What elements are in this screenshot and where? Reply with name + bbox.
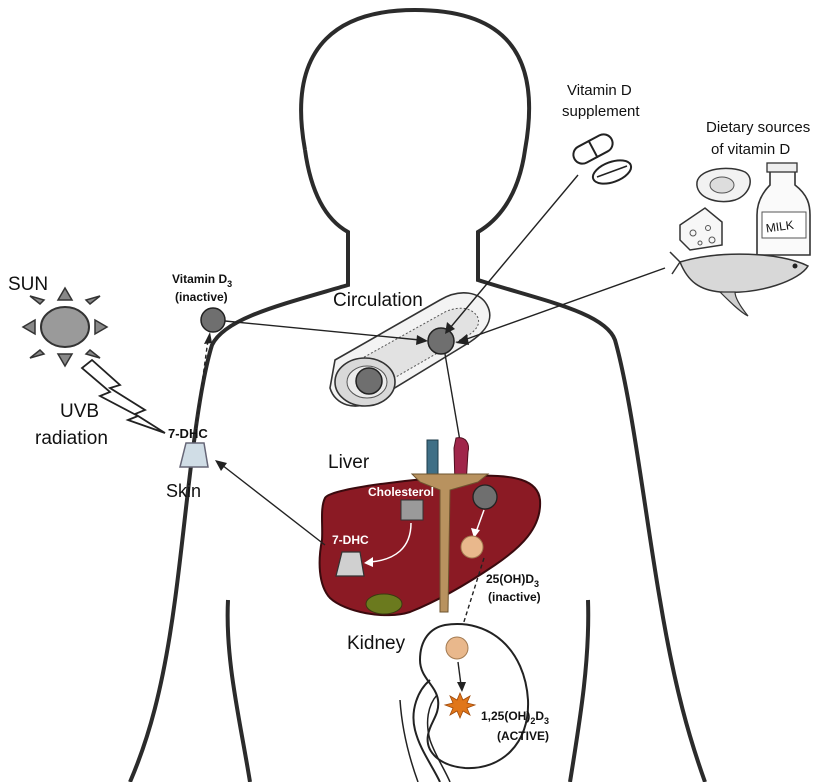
cholesterol-label: Cholesterol — [368, 485, 434, 499]
active-vitamin-state: (ACTIVE) — [497, 729, 549, 743]
supplement-label-line1: Vitamin D — [567, 82, 632, 99]
circulation-circle-cross-section — [356, 368, 382, 394]
meat-icon — [697, 168, 750, 201]
sun-label: SUN — [8, 274, 48, 295]
dietary-label-line1: Dietary sources — [706, 119, 810, 136]
liver-to-skin-arrow — [222, 465, 325, 545]
25ohd3-label: 25(OH)D3 — [486, 572, 539, 589]
kidney-label: Kidney — [347, 633, 406, 654]
arrowhead — [215, 460, 227, 471]
skin-7dhc-label: 7-DHC — [168, 426, 208, 441]
arrowhead — [204, 332, 212, 344]
supplement-label-line2: supplement — [562, 103, 640, 120]
skin-7dhc-shape — [180, 443, 208, 467]
circulation-label: Circulation — [333, 290, 423, 311]
vitamin-d3-label: Vitamin D3 — [172, 272, 232, 289]
body-outline — [130, 150, 348, 782]
liver-7dhc-label: 7-DHC — [332, 533, 369, 547]
uvb-label-line1: UVB — [60, 401, 99, 422]
cholesterol-square — [401, 500, 423, 520]
pill-capsule-icon — [570, 131, 634, 188]
body-outline — [228, 600, 250, 782]
sun-icon — [23, 288, 107, 366]
uvb-label-line2: radiation — [35, 428, 108, 449]
vitamin-d3-state: (inactive) — [175, 290, 228, 304]
body-outline — [570, 600, 588, 782]
skin-label: Skin — [166, 481, 201, 501]
cheese-icon — [680, 208, 722, 250]
fish-icon — [670, 252, 808, 316]
25ohd3-state: (inactive) — [488, 590, 541, 604]
diet-to-circulation-arrow — [464, 268, 665, 340]
circulation-circle-main — [428, 328, 454, 354]
liver-label: Liver — [328, 452, 370, 473]
kidney-25ohd3-circle — [446, 637, 468, 659]
milk-bottle-icon: MILK — [757, 163, 810, 255]
liver-25ohd3-circle — [461, 536, 483, 558]
uvb-lightning-icon — [82, 360, 165, 433]
liver-vitamin-circle — [473, 485, 497, 509]
vitamin-d3-circle — [201, 308, 225, 332]
dietary-label-line2: of vitamin D — [711, 141, 790, 158]
